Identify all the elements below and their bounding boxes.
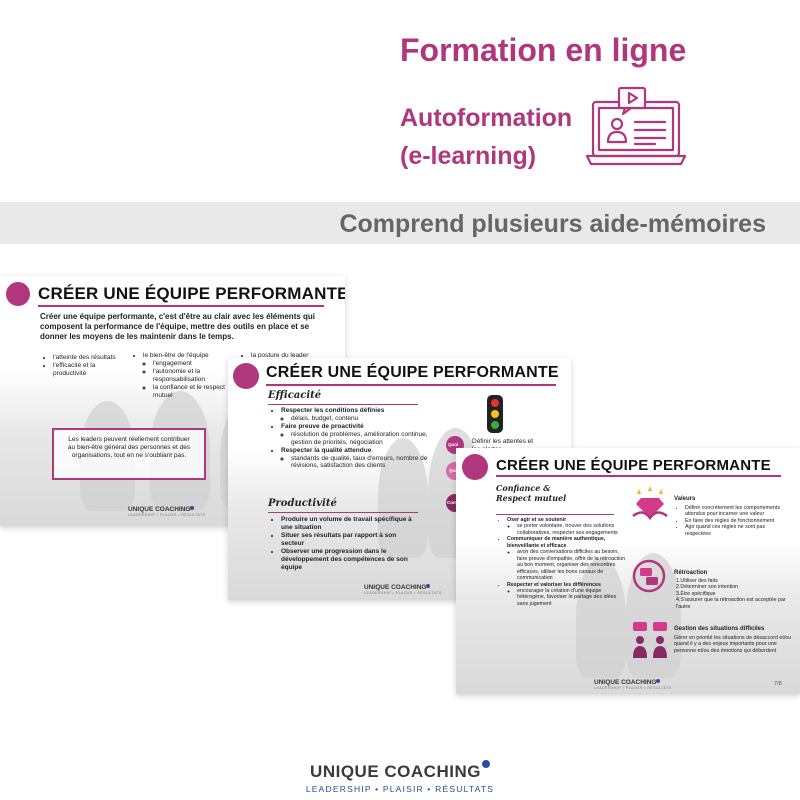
productivite-list: Produire un volume de travail spécifique…	[270, 516, 420, 571]
traffic-light-icon	[487, 395, 503, 433]
slide-logo: UNIQUE COACHING LEADERSHIP • PLAISIR • R…	[594, 679, 672, 690]
values-diamond-icon	[632, 486, 668, 521]
subtitle-line-1: Autoformation	[400, 104, 573, 132]
efficacite-list: Respecter les conditions définies délais…	[270, 407, 430, 470]
footer-logo-tagline: LEADERSHIP • PLAISIR • RÉSULTATS	[305, 784, 495, 794]
gestion-title: Gestion des situations difficiles	[674, 626, 765, 632]
slide-title: CRÉER UNE ÉQUIPE PERFORMANTE	[38, 284, 345, 303]
gestion-text: Gérer en priorité les situations de désa…	[674, 635, 792, 654]
footer-logo: UNIQUE COACHING LEADERSHIP • PLAISIR • R…	[0, 760, 800, 794]
feature-band-text: Comprend plusieurs aide-mémoires	[339, 210, 766, 238]
slide-bullet-dot	[462, 454, 488, 480]
title-underline	[496, 475, 781, 477]
quote-text: Les leaders peuvent réellement contribue…	[67, 436, 191, 459]
slide-list-col3: la posture du leader	[240, 352, 330, 360]
title-underline	[266, 384, 556, 386]
retro-title: Rétroaction	[674, 570, 708, 576]
logo-dot-icon	[481, 760, 490, 768]
slide-page-number: 7/8	[774, 681, 782, 687]
footer-logo-name: UNIQUE COACHING	[310, 762, 481, 781]
section-heading-confiance: Confiance & Respect mutuel	[496, 483, 567, 503]
feature-band: Comprend plusieurs aide-mémoires	[0, 202, 800, 244]
slide-title: CRÉER UNE ÉQUIPE PERFORMANTE	[496, 457, 771, 474]
laptop-elearning-icon	[585, 86, 687, 166]
slide-bullet-dot	[233, 363, 259, 389]
slide-title: CRÉER UNE ÉQUIPE PERFORMANTE	[266, 364, 559, 381]
page-title: Formation en ligne	[400, 32, 687, 68]
feedback-cycle-icon	[632, 559, 666, 593]
valeurs-title: Valeurs	[674, 496, 696, 502]
slide-logo: UNIQUE COACHING LEADERSHIP • PLAISIR • R…	[364, 584, 442, 595]
slide-bullet-dot	[6, 282, 30, 306]
slide-list-col1: l'atteinte des résultats l'efficacité et…	[42, 354, 130, 378]
retro-list: 1.Utiliser des faits 2.Déterminer son in…	[676, 578, 786, 610]
quote-frame: Les leaders peuvent réellement contribue…	[52, 428, 206, 480]
slide-preview-3: CRÉER UNE ÉQUIPE PERFORMANTE Confiance &…	[456, 448, 800, 694]
confiance-list: Oser agir et se soutenir se porter volon…	[496, 517, 626, 607]
slide-intro: Créer une équipe performante, c'est d'êt…	[40, 312, 316, 341]
difficult-conversation-icon	[633, 622, 667, 658]
slide-logo: UNIQUE COACHING LEADERSHIP • PLAISIR • R…	[128, 506, 206, 517]
subtitle-line-2: (e-learning)	[400, 142, 537, 170]
valeurs-list: Définir concrètement les comportements a…	[674, 505, 792, 537]
section-heading-efficacite: Efficacité	[268, 390, 322, 401]
slide-list-col2: le bien-être de l'équipe l'engagement l'…	[132, 352, 232, 400]
title-underline	[38, 305, 324, 307]
section-heading-productivite: Productivité	[268, 498, 337, 509]
